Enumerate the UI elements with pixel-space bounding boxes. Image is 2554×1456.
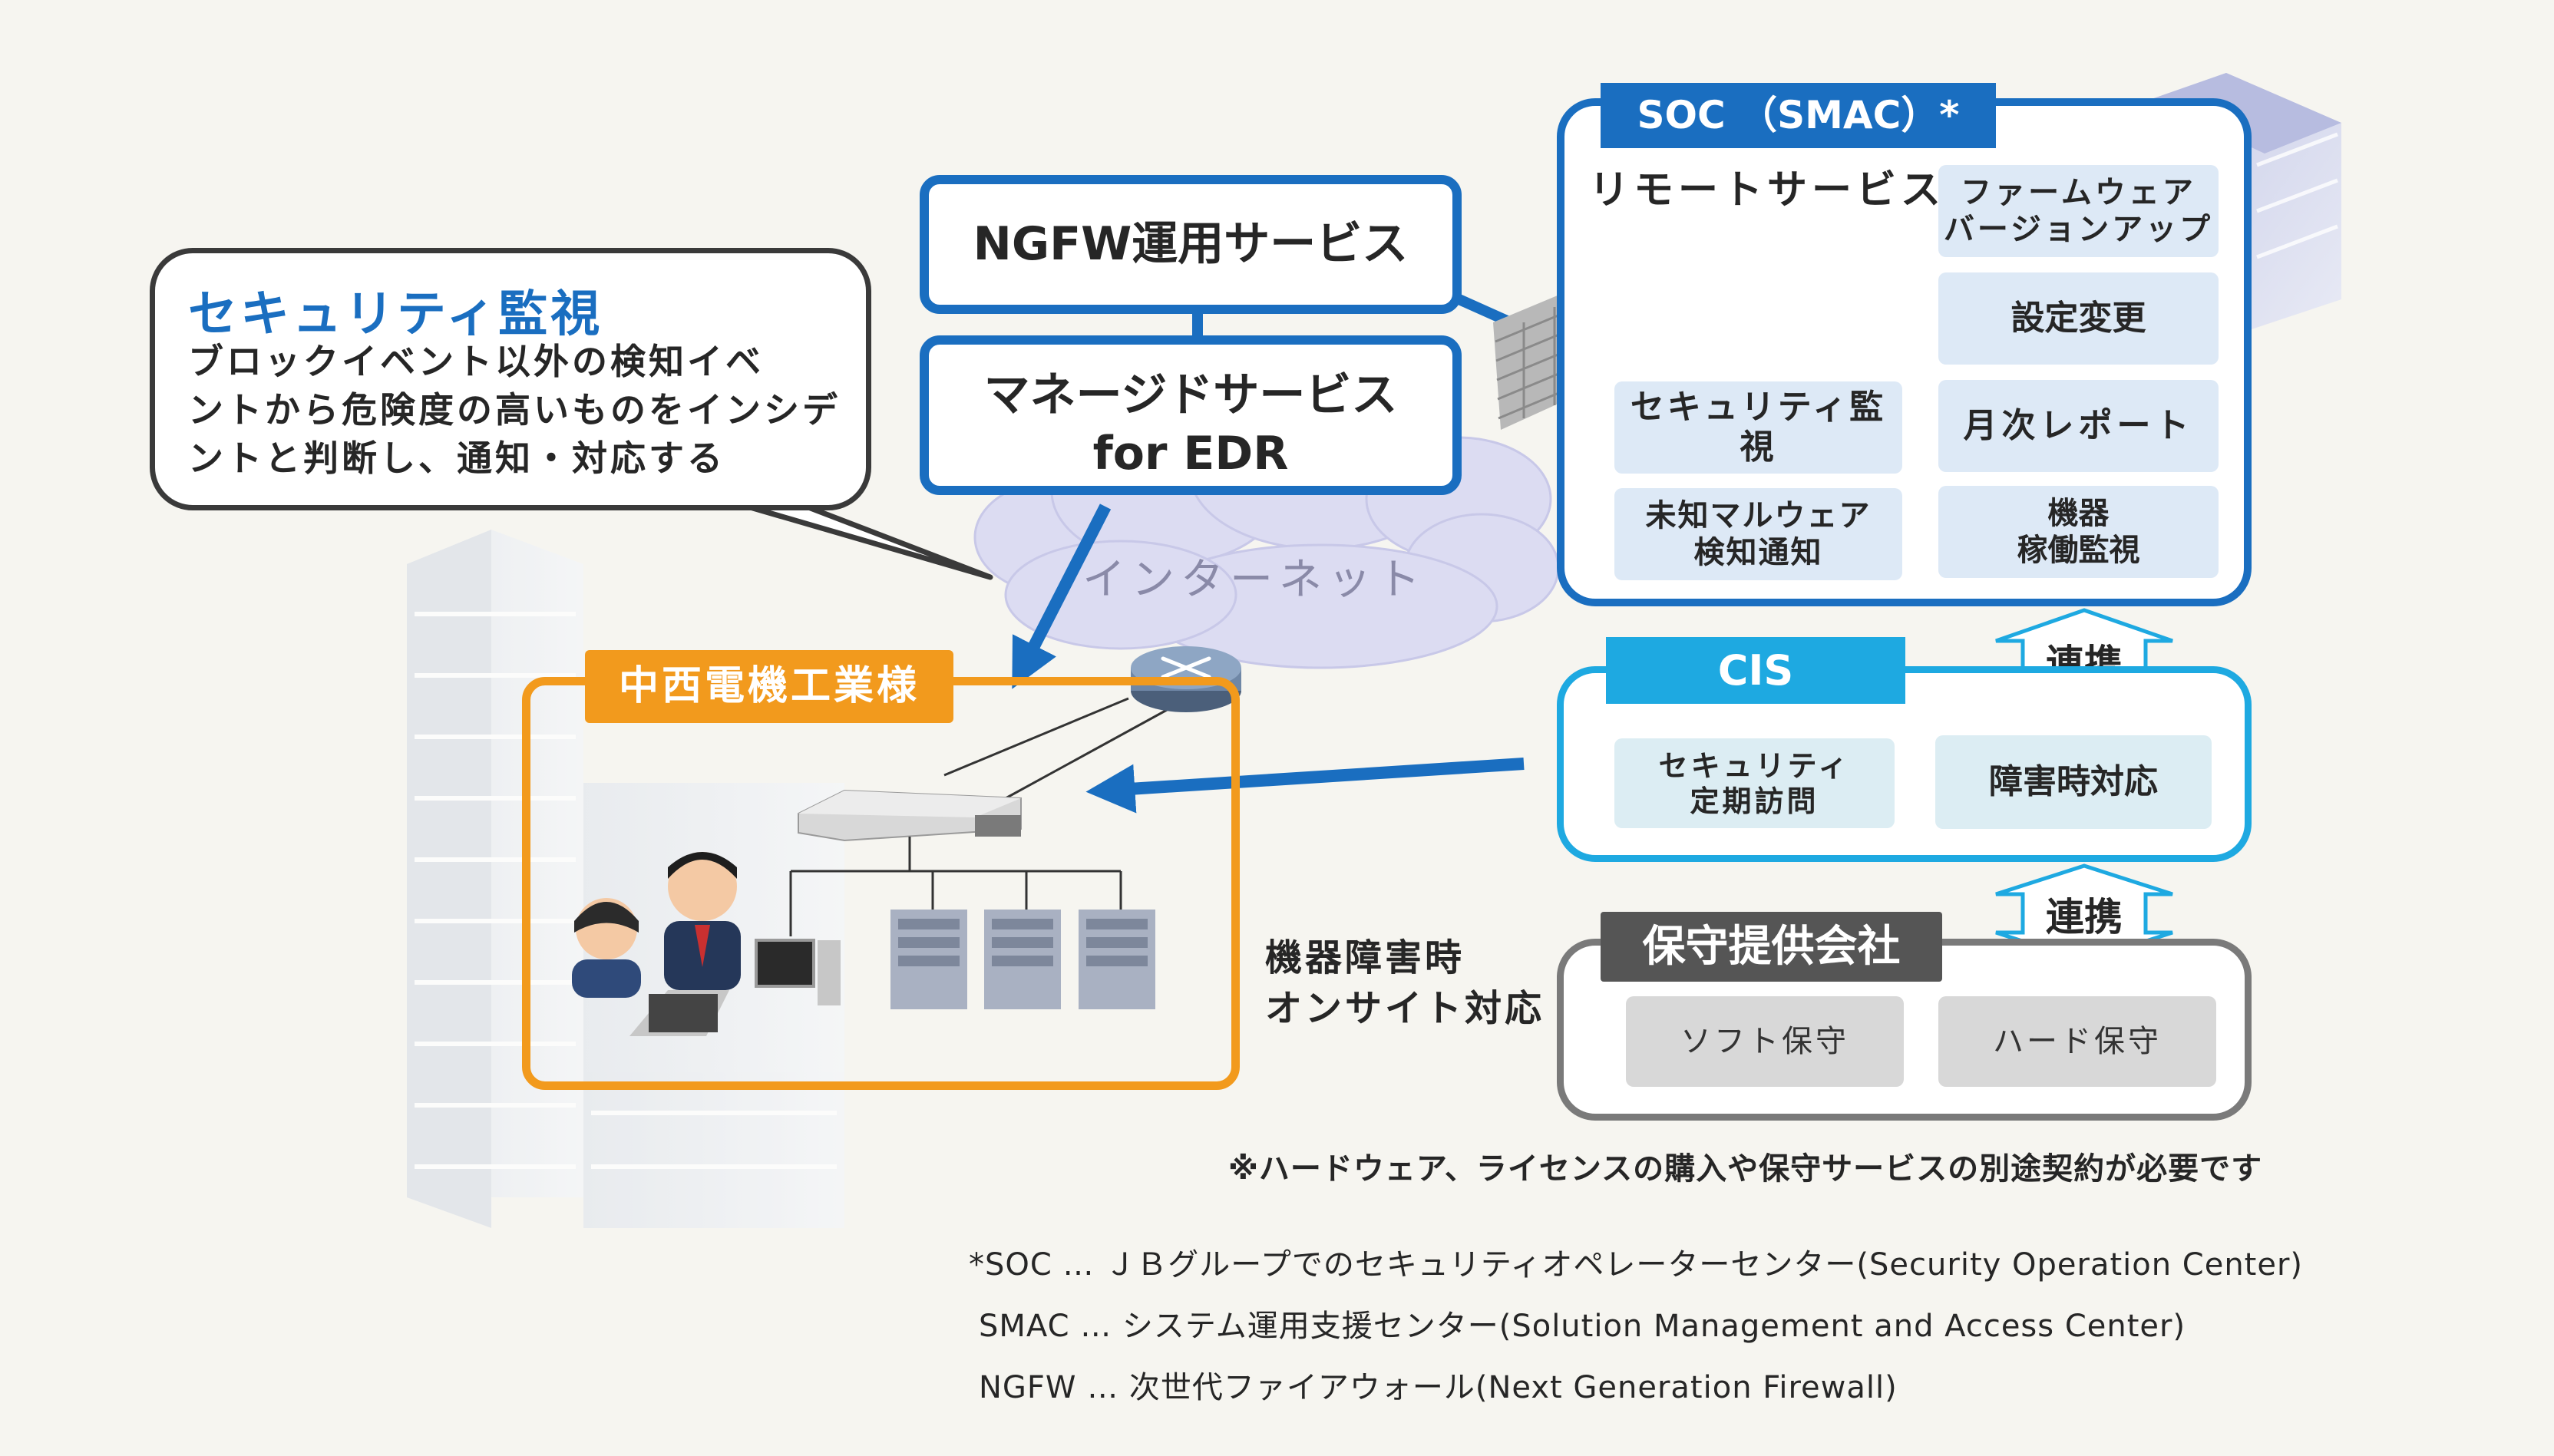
link-label-cis-maintenance: 連携 [2046, 895, 2123, 939]
managed-service-label: マネージドサービス [983, 368, 1398, 422]
internet-label: インターネット [1082, 555, 1426, 605]
glossary-smac: SMAC … システム運用支援センター(Solution Management … [979, 1309, 2186, 1344]
monthly-report-tile: 月次レポート [1938, 380, 2219, 472]
cis-tag: CIS [1606, 637, 1905, 704]
security-visit-tile: セキュリティ 定期訪問 [1614, 738, 1895, 828]
callout-text: ブロックイベント以外の検知イベ ントから危険度の高いものをインシデ ントと判断し… [188, 338, 864, 483]
onsite-line-2: オンサイト対応 [1265, 987, 1545, 1030]
edr-label: for EDR [1092, 427, 1289, 480]
callout-line-2: ントから危険度の高いものをインシデ [188, 389, 841, 431]
software-maintenance-tile: ソフト保守 [1626, 996, 1904, 1087]
staff-icons [572, 852, 741, 998]
onsite-line-1: 機器障害時 [1265, 936, 1465, 979]
client-tag: 中西電機工業様 [585, 650, 953, 723]
soc-tag: SOC （SMAC）* [1601, 83, 1996, 148]
callout-line-3: ントと判断し、通知・対応する [188, 437, 725, 479]
failure-response-tile: 障害時対応 [1935, 735, 2212, 829]
security-monitoring-tile: セキュリティ監視 [1614, 381, 1902, 474]
managed-edr-service-box: マネージドサービス for EDR [920, 335, 1462, 495]
security-monitoring-callout [150, 248, 871, 510]
server-icons [890, 910, 1155, 1009]
unknown-malware-tile: 未知マルウェア 検知通知 [1614, 488, 1902, 580]
client-site-box [522, 677, 1240, 1090]
device-monitoring-tile: 機器 稼働監視 [1938, 486, 2219, 578]
remote-service-label: リモートサービス [1589, 167, 1946, 213]
firmware-update-tile: ファームウェア バージョンアップ [1938, 165, 2219, 257]
hardware-maintenance-tile: ハード保守 [1938, 996, 2216, 1087]
maintenance-tag: 保守提供会社 [1601, 912, 1942, 982]
pc-icons [629, 939, 841, 1036]
glossary-soc: *SOC … ＪＢグループでのセキュリティオペレーターセンター(Security… [969, 1247, 2304, 1283]
callout-title: セキュリティ監視 [188, 286, 603, 343]
network-switch-icon [798, 789, 1022, 842]
callout-line-1: ブロックイベント以外の検知イベ [188, 341, 764, 382]
glossary-ngfw: NGFW … 次世代ファイアウォール(Next Generation Firew… [979, 1370, 1898, 1405]
onsite-support-label: 機器障害時 オンサイト対応 [1265, 933, 1545, 1034]
settings-change-tile: 設定変更 [1938, 272, 2219, 365]
ngfw-service-box: NGFW運用サービス [920, 175, 1462, 314]
contract-note: ※ハードウェア、ライセンスの購入や保守サービスの別途契約が必要です [1228, 1151, 2263, 1187]
